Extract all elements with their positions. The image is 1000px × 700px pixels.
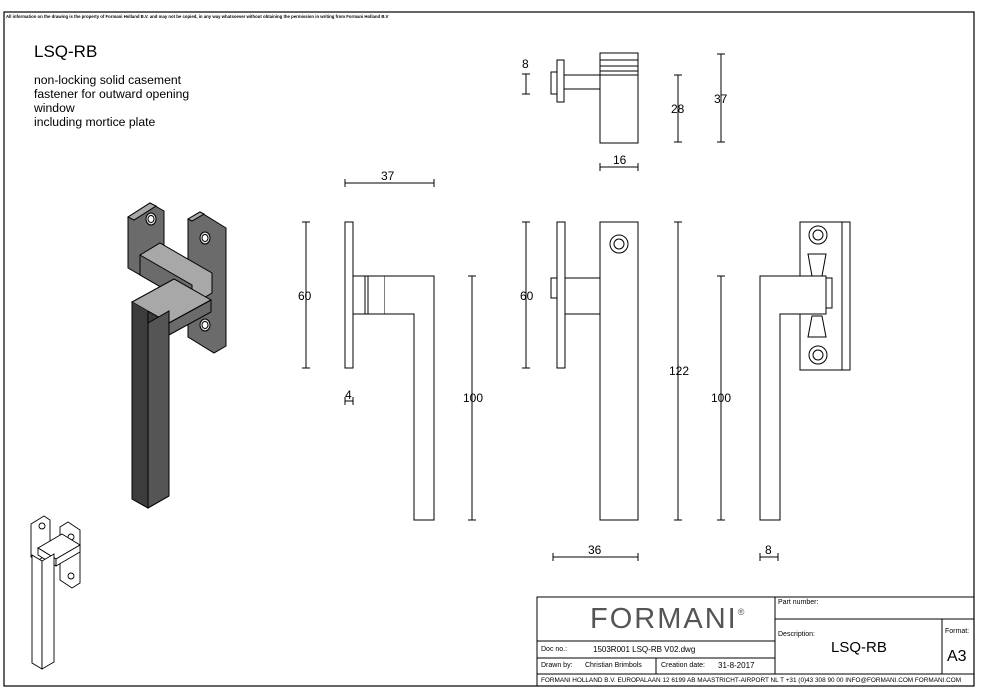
format-value: A3 (947, 648, 967, 665)
title-block-frame (536, 596, 975, 687)
dim-label: 37 (714, 92, 728, 106)
isometric-thumbnail (30, 515, 81, 670)
top-view (522, 52, 725, 171)
dim-label: 28 (671, 102, 685, 116)
logo-text: FORMANI (590, 603, 738, 635)
description-line: including mortice plate (34, 115, 156, 129)
isometric-view (126, 202, 227, 509)
dim-label: 60 (520, 289, 534, 303)
description-label: Description: (778, 631, 815, 638)
part-number-label: Part number: (778, 599, 819, 606)
registered-mark: ® (737, 607, 745, 617)
drawing-description: non-locking solid casement fastener for … (34, 73, 189, 129)
dim-label: 4 (345, 388, 352, 402)
creation-date-label: Creation date: (661, 662, 705, 669)
format-label: Format: (945, 628, 970, 635)
drawing-title: LSQ-RB (34, 42, 98, 61)
dim-label: 37 (381, 169, 395, 183)
dim-label: 100 (463, 391, 484, 405)
dim-label: 100 (711, 391, 732, 405)
description-line: non-locking solid casement (34, 73, 182, 87)
footer-address: FORMANI HOLLAND B.V. EUROPALAAN 12 6199 … (541, 677, 962, 684)
dim-label: 16 (613, 153, 627, 167)
dim-label: 8 (522, 57, 529, 71)
drawn-by-label: Drawn by: (541, 662, 573, 669)
dim-label: 122 (669, 364, 690, 378)
dim-label: 60 (298, 289, 312, 303)
description-line: fastener for outward opening (34, 87, 190, 101)
description-value: LSQ-RB (831, 639, 887, 656)
creation-date-value: 31-8-2017 (718, 661, 755, 670)
doc-no-label: Doc no.: (541, 646, 568, 653)
front-view (522, 221, 682, 561)
dim-label: 36 (588, 543, 602, 557)
sheet-border (3, 11, 975, 687)
drawn-by-value: Christian Brimbols (585, 662, 642, 669)
company-logo: FORMANI® (590, 603, 744, 636)
back-view (717, 221, 851, 561)
side-view (302, 179, 476, 521)
dim-label: 8 (765, 543, 772, 557)
copyright-notice: All information on the drawing is the pr… (6, 14, 389, 19)
description-line: window (34, 101, 75, 115)
doc-no-value: 1503R001 LSQ-RB V02.dwg (593, 645, 696, 654)
